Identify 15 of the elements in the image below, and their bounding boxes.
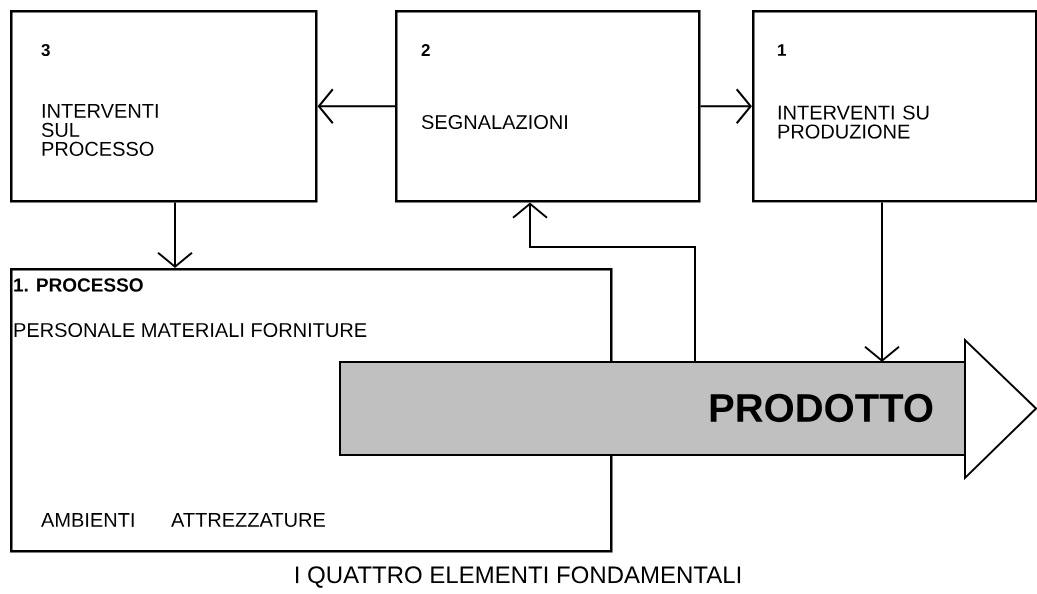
caption: I QUATTRO ELEMENTI FONDAMENTALI: [296, 566, 741, 588]
box-label: INTERVENTI SU PRODUZIONE: [778, 105, 929, 139]
box-heading: 1. PROCESSO: [14, 278, 143, 292]
box-label: INTERVENTI SUL PROCESSO: [41, 104, 158, 156]
box-label: AMBIENTI: [41, 513, 134, 527]
box-number: 3: [41, 43, 50, 57]
arrow: [317, 88, 396, 125]
box-label: PERSONALE MATERIALI FORNITURE: [14, 322, 367, 338]
box-label: SEGNALAZIONI: [421, 114, 567, 130]
arrow: [512, 202, 696, 363]
box-number: 1: [778, 44, 786, 56]
arrow: [864, 201, 900, 362]
box-label: ATTREZZATURE: [171, 513, 325, 527]
arrow-label: PRODOTTO: [710, 393, 933, 423]
box-number: 2: [421, 44, 430, 56]
